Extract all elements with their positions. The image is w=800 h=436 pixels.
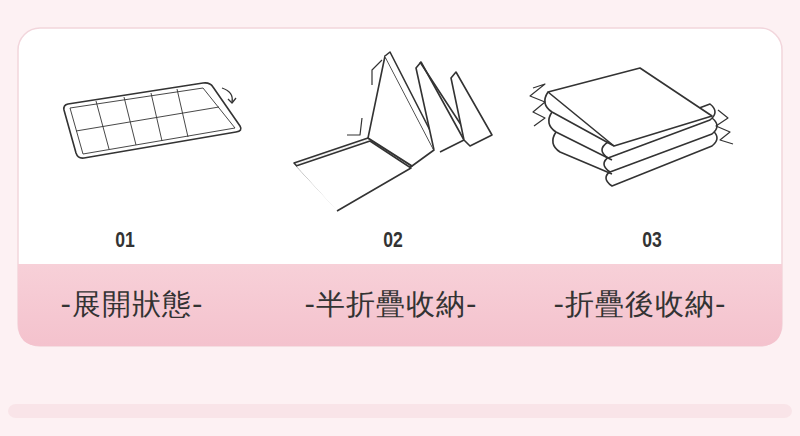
outer-card: [8, 404, 792, 418]
step-caption: -半折疊收納-: [305, 285, 478, 325]
step-number: 03: [642, 227, 662, 253]
half-folded-mat: [294, 52, 492, 211]
step-number: 02: [383, 227, 403, 253]
flat-mat: [64, 83, 241, 158]
card: [18, 28, 782, 346]
label-band: [18, 264, 782, 346]
folded-stack: [530, 68, 733, 186]
step-caption: -折疊後收納-: [554, 285, 727, 325]
step-number: 01: [115, 227, 135, 253]
step-caption: -展開狀態-: [61, 285, 204, 325]
